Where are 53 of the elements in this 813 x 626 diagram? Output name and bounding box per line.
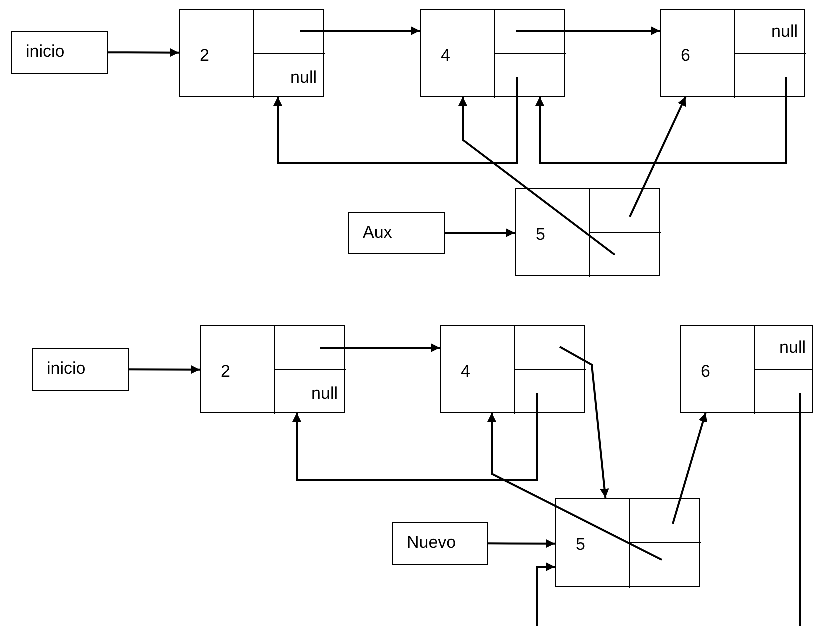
list-node-box (680, 325, 813, 413)
pointer-label-box (32, 348, 129, 391)
pointer-label-box (11, 31, 108, 74)
list-node-box (440, 325, 585, 413)
arrow (300, 26, 420, 36)
node-value: 5 (536, 225, 546, 245)
arrow (320, 344, 440, 352)
arrow (536, 77, 787, 164)
arrow (488, 413, 662, 561)
node-value: 5 (576, 535, 586, 555)
list-node-box (515, 188, 660, 276)
pointer-name: Nuevo (407, 533, 456, 553)
arrow (672, 412, 708, 524)
list-node-box (555, 498, 700, 587)
arrow (629, 96, 687, 218)
pointer-name: inicio (47, 359, 86, 379)
node-value: 2 (200, 46, 210, 66)
pointer-name: Aux (363, 223, 392, 243)
list-node-box (200, 325, 345, 413)
pointer-field (754, 369, 813, 414)
connector-line (799, 393, 801, 626)
null-value: null (772, 22, 798, 42)
pointer-field (514, 369, 586, 414)
pointer-name: inicio (26, 42, 65, 62)
pointer-field (629, 542, 701, 588)
arrow (488, 539, 555, 548)
null-value: null (290, 68, 317, 88)
pointer-field (274, 369, 346, 414)
node-value: 2 (221, 362, 230, 382)
arrow (108, 48, 179, 58)
pointer-field (734, 53, 806, 98)
node-value: 4 (461, 362, 470, 382)
arrow (445, 228, 515, 238)
arrow (274, 77, 518, 164)
node-value: 4 (441, 46, 450, 66)
null-value: null (780, 338, 806, 358)
node-value: 6 (701, 362, 710, 382)
arrow (536, 562, 555, 626)
pointer-field (589, 232, 661, 277)
arrow (560, 346, 610, 498)
arrow (129, 365, 200, 374)
pointer-label-box (348, 212, 445, 254)
arrow (292, 393, 538, 481)
arrow (458, 97, 616, 256)
list-node-box (420, 9, 565, 97)
null-value: null (312, 384, 338, 404)
list-node-box (179, 9, 324, 97)
pointer-label-box (392, 522, 488, 565)
list-node-box (660, 9, 805, 97)
pointer-field (253, 53, 325, 98)
arrow (516, 26, 660, 36)
pointer-field (494, 53, 566, 98)
node-value: 6 (681, 46, 690, 66)
